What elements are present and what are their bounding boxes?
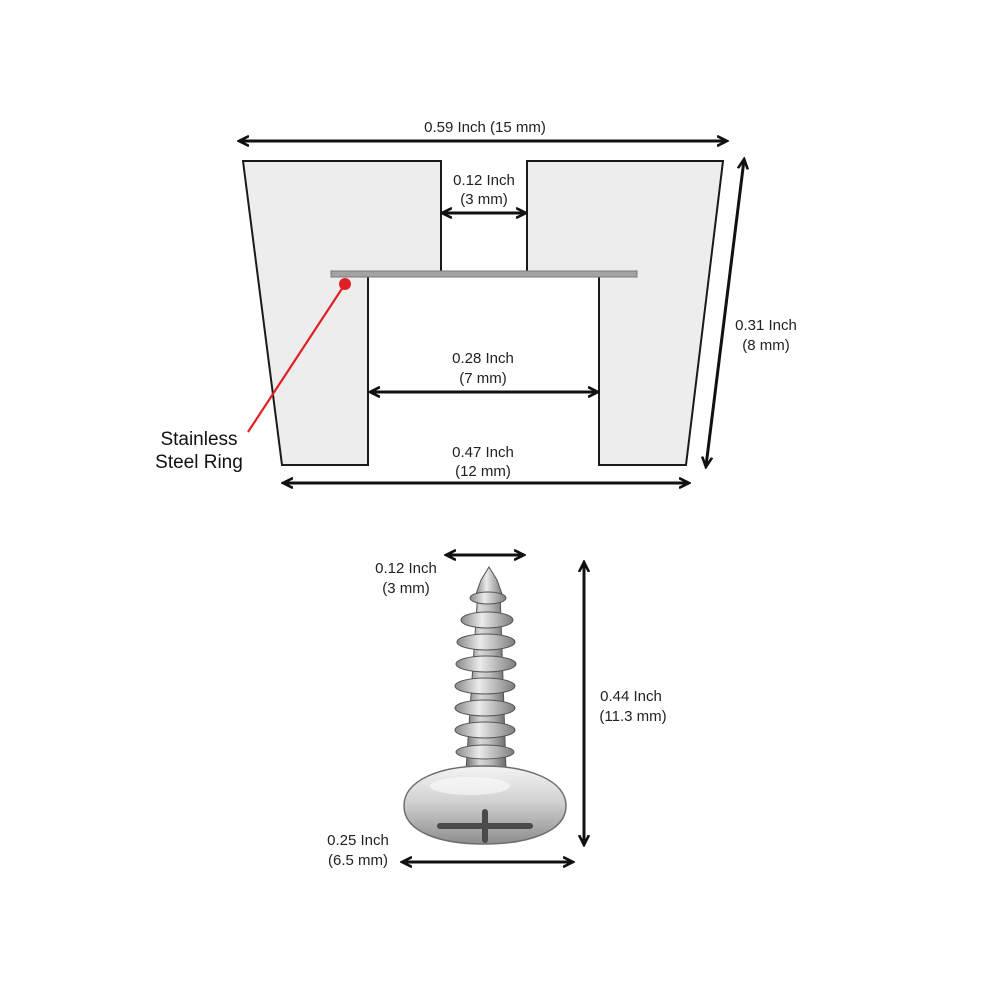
top-width-dimension: 0.59 Inch (15 mm) [240,119,726,141]
screw-head-label-line1: 0.25 Inch [327,832,389,849]
screw-head-label-line2: (6.5 mm) [328,852,388,869]
screw-length-label-line1: 0.44 Inch [600,688,662,705]
rubber-foot-section [241,160,725,466]
slot-width-label-line1: 0.12 Inch [453,172,515,189]
bottom-width-label-line1: 0.47 Inch [452,444,514,461]
height-label-line2: (8 mm) [742,337,790,354]
screw-head-dimension: 0.25 Inch (6.5 mm) [327,832,572,869]
cavity-width-label-line2: (7 mm) [459,370,507,387]
screw-shank-label-line1: 0.12 Inch [375,560,437,577]
top-width-label: 0.59 Inch (15 mm) [424,119,546,136]
screw-shank-label-line2: (3 mm) [382,580,430,597]
bottom-width-dimension: 0.47 Inch (12 mm) [284,444,688,483]
slot-width-label-line2: (3 mm) [460,191,508,208]
screw-shank-dimension: 0.12 Inch (3 mm) [375,555,523,597]
foot-right-body [526,160,725,466]
callout-leader-line [247,283,346,433]
cavity-width-dimension: 0.28 Inch (7 mm) [371,350,597,392]
slot-width-dimension: 0.12 Inch (3 mm) [443,172,525,213]
screw-length-dimension: 0.44 Inch (11.3 mm) [584,563,667,844]
screw-length-label-line2: (11.3 mm) [599,708,666,725]
screw-tip [475,566,503,595]
callout-label-line2: Steel Ring [155,452,243,473]
callout-dot-icon [339,278,351,290]
cavity-width-label-line1: 0.28 Inch [452,350,514,367]
bottom-width-label-line2: (12 mm) [455,463,511,480]
stainless-steel-ring [330,270,638,278]
phillips-recess [437,809,533,843]
height-label-line1: 0.31 Inch [735,317,797,334]
height-arrow [706,160,744,466]
ring-callout: Stainless Steel Ring [155,278,351,473]
height-dimension: 0.31 Inch (8 mm) [706,160,797,466]
screw-threads [454,591,517,760]
foot-left-body [241,160,442,466]
callout-label-line1: Stainless [160,429,237,450]
screw-illustration [403,566,567,845]
